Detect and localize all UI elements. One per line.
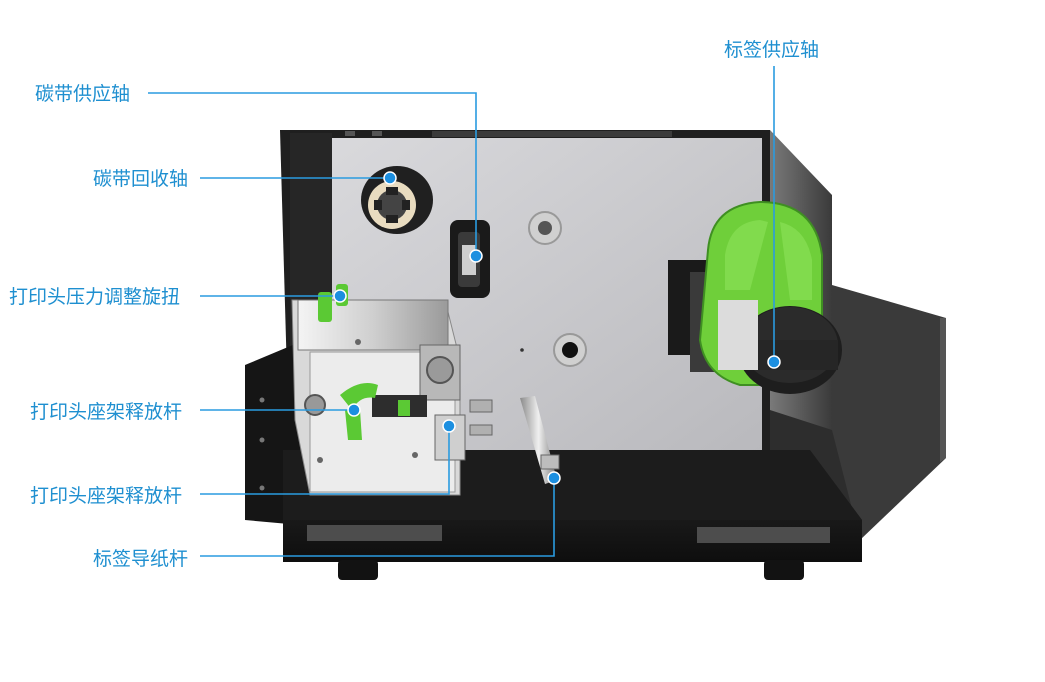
marker-label-guide [547, 471, 561, 485]
leader-head-release-2 [200, 426, 450, 495]
screw [259, 437, 265, 443]
leader-ribbon-supply [148, 92, 477, 256]
side-wall [832, 285, 946, 540]
ribbon-rewind-spindle [361, 166, 433, 234]
screw [259, 485, 265, 491]
label-ribbon-rewind: 碳带回收轴 [93, 168, 188, 190]
watermark: 搜狐号@广州国新电子科技 [778, 647, 1019, 671]
label-label-supply: 标签供应轴 [724, 39, 819, 61]
label-supply-spindle [668, 200, 842, 394]
label-guide-rod [520, 396, 560, 484]
panel-holes [520, 211, 587, 367]
marker-ribbon-rewind [383, 171, 397, 185]
label-label-guide: 标签导纸杆 [93, 548, 188, 570]
marker-ribbon-supply [469, 249, 483, 263]
foot [764, 560, 804, 580]
marker-head-release-2 [442, 419, 456, 433]
rim-slot [345, 131, 355, 136]
rim-groove [432, 131, 672, 137]
leader-label-guide [200, 478, 555, 557]
screw [259, 397, 265, 403]
marker-head-release-1 [347, 403, 361, 417]
label-ribbon-supply: 碳带供应轴 [35, 83, 130, 105]
ribbon-supply-spindle [450, 220, 490, 298]
rim-slot [372, 131, 382, 136]
label-head-pressure: 打印头压力调整旋扭 [9, 286, 180, 308]
marker-label-supply [767, 355, 781, 369]
foot [338, 560, 378, 580]
label-head-release-2: 打印头座架释放杆 [30, 485, 182, 507]
marker-head-pressure [333, 289, 347, 303]
print-head-assembly [291, 284, 493, 496]
tape [307, 525, 442, 541]
tape [697, 527, 830, 543]
label-head-release-1: 打印头座架释放杆 [30, 401, 182, 423]
callouts: 碳带供应轴 碳带回收轴 打印头压力调整旋扭 打印头座架释放杆 打印头座架释放杆 … [9, 39, 819, 570]
side-wall-edge [940, 318, 946, 462]
